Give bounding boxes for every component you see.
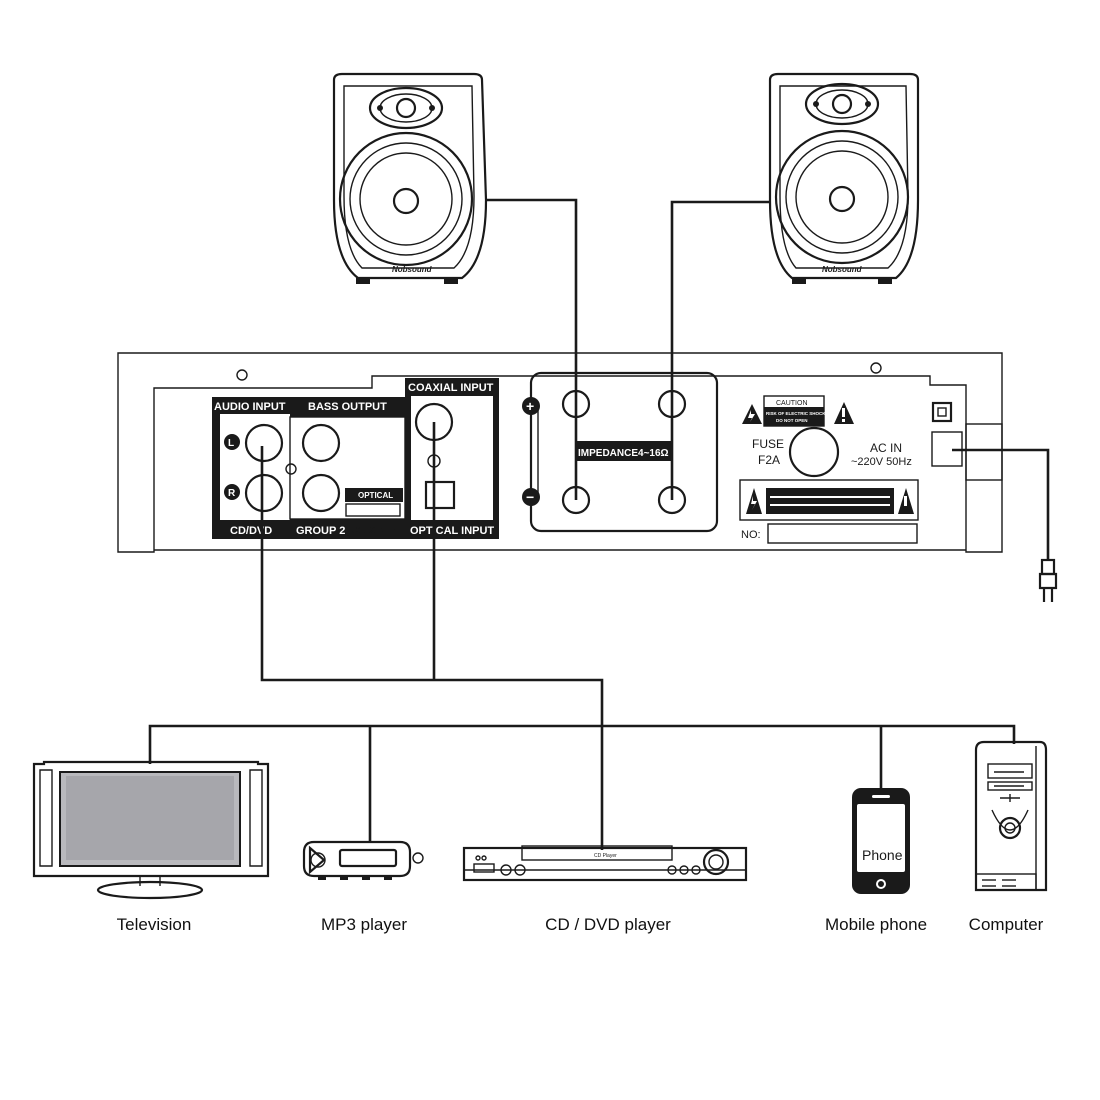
caution-line1: RISK OF ELECTRIC SHOCK [766, 411, 826, 416]
positive-terminal-marker: + [526, 398, 534, 414]
source-bus-wire [148, 724, 1016, 764]
fuse-value: F2A [758, 453, 780, 467]
right-speaker-brand: Nobsound [822, 265, 863, 274]
mobile-phone: Phone [852, 788, 910, 894]
power-plug [1038, 558, 1058, 602]
left-channel-marker: L [228, 438, 234, 449]
left-speaker: Nobsound [332, 72, 488, 284]
power-cord [952, 448, 1050, 560]
coaxial-label: COAXIAL [352, 526, 388, 535]
left-speaker-wire [486, 198, 578, 500]
serial-number-box [767, 523, 918, 544]
computer-caption: Computer [969, 915, 1044, 934]
mp3-player [302, 840, 424, 880]
speaker-terminals [561, 389, 687, 515]
audio-input-label: AUDIO INPUT [214, 401, 286, 413]
caution-title: CAUTION [776, 400, 808, 407]
negative-terminal-marker: − [526, 489, 534, 505]
cd-dvd-label: CD/DVD [230, 525, 272, 537]
bass-output-label: BASS OUTPUT [308, 401, 387, 413]
coaxial-input-label: COAXIAL INPUT [408, 382, 494, 394]
fuse-holder [788, 426, 840, 478]
group2-label: GROUP 2 [296, 525, 345, 537]
serial-number-label: NO: [741, 529, 761, 541]
ac-in-value: ~220V 50Hz [851, 456, 912, 468]
cd-dvd-caption: CD / DVD player [545, 915, 671, 934]
right-speaker: Nobsound [768, 72, 920, 284]
television-caption: Television [117, 915, 192, 934]
cd-dvd-player: CD Player [462, 845, 748, 882]
impedance-label: IMPEDANCE4~16Ω [578, 448, 669, 459]
caution-label: CAUTION RISK OF ELECTRIC SHOCK DO NOT OP… [742, 395, 854, 427]
caution-line2: DO NOT OPEN [776, 418, 808, 423]
left-speaker-brand: Nobsound [392, 265, 433, 274]
optical-label: OPTICAL [358, 491, 393, 500]
computer [974, 740, 1048, 892]
mobile-caption: Mobile phone [825, 915, 927, 934]
phone-screen-text: Phone [862, 847, 903, 863]
mp3-caption: MP3 player [321, 915, 407, 934]
opt-cal-input-label: OPT CAL INPUT [410, 525, 494, 537]
right-channel-marker: R [228, 488, 236, 499]
rca-input-wire [260, 446, 604, 850]
amplifier-rear-panel: AUDIO INPUT BASS OUTPUT COAXIAL INPUT CD… [117, 352, 1003, 553]
fuse-label: FUSE [752, 437, 784, 451]
ac-in-label: AC IN [870, 441, 902, 455]
right-speaker-wire [670, 200, 770, 500]
television [32, 760, 270, 900]
dvd-face-label: CD Player [594, 853, 617, 859]
